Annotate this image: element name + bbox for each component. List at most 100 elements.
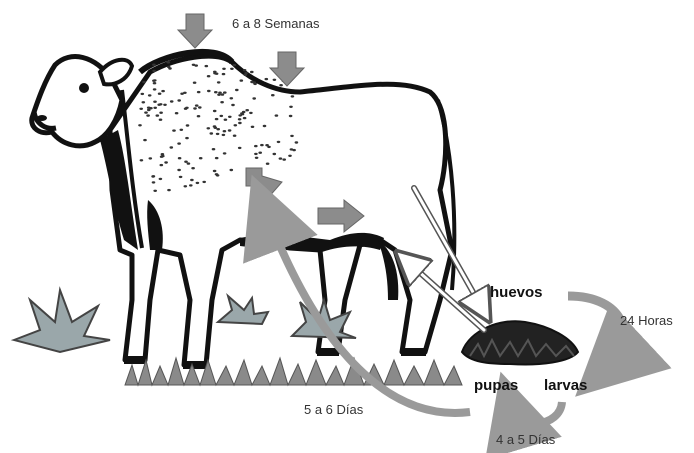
- fly-dot: [195, 104, 199, 106]
- fly-dot: [158, 93, 162, 95]
- fly-dot: [172, 129, 176, 131]
- larvae-to-pupae-arrow: [512, 402, 562, 423]
- fly-dot: [223, 91, 227, 93]
- fly-dot: [149, 157, 153, 159]
- fly-dot: [167, 66, 171, 68]
- fly-dot: [159, 178, 163, 180]
- fly-dot: [157, 104, 161, 106]
- fly-dot: [161, 90, 165, 92]
- stage-larvae-label: larvas: [544, 377, 587, 394]
- fly-dot: [230, 97, 234, 99]
- fly-dot: [212, 148, 216, 150]
- fly-dot: [189, 184, 193, 186]
- fly-dot: [275, 114, 279, 116]
- fly-dot: [224, 119, 228, 121]
- fly-dot: [196, 182, 200, 184]
- fly-dot: [177, 169, 181, 171]
- fly-dot: [228, 116, 232, 118]
- fly-dot: [185, 107, 189, 109]
- fly-dot: [238, 147, 242, 149]
- duration-eggs-to-larvae-label: 24 Horas: [620, 313, 673, 328]
- fly-dot: [250, 71, 254, 73]
- fly-dot: [152, 181, 156, 183]
- fly-dot: [217, 94, 221, 96]
- fly-dot: [144, 111, 148, 113]
- fly-dot: [170, 100, 174, 102]
- fly-dot: [238, 118, 242, 120]
- fly-dot: [215, 118, 219, 120]
- fly-dot: [199, 157, 203, 159]
- fly-dot: [233, 135, 237, 137]
- fly-dot: [164, 161, 168, 163]
- fly-dot: [213, 110, 217, 112]
- fly-dot: [167, 189, 171, 191]
- fly-dot: [152, 63, 156, 65]
- fly-dot: [193, 107, 197, 109]
- fly-dot: [242, 111, 246, 113]
- fly-dot: [180, 93, 184, 95]
- fly-dot: [191, 167, 195, 169]
- cow-hoof: [124, 356, 146, 364]
- fly-dot: [255, 157, 259, 159]
- fly-dot: [153, 82, 157, 84]
- fly-dot: [216, 133, 220, 135]
- fly-dot: [214, 91, 218, 93]
- fly-dot: [170, 146, 174, 148]
- fly-dot: [210, 132, 214, 134]
- fly-dot: [194, 64, 198, 66]
- fly-dot: [138, 124, 142, 126]
- fly-dot: [243, 117, 247, 119]
- fly-dot: [273, 79, 277, 81]
- fly-dot: [178, 157, 182, 159]
- fly-dot: [290, 135, 294, 137]
- fly-dot: [179, 176, 183, 178]
- fly-dot: [240, 79, 244, 81]
- fly-dot: [153, 107, 157, 109]
- fly-dot: [142, 81, 146, 83]
- fly-dot: [185, 137, 189, 139]
- fly-dot: [288, 155, 292, 157]
- cow-ear: [100, 60, 132, 85]
- fly-dot: [290, 148, 294, 150]
- fly-dot: [139, 108, 143, 110]
- fly-dot: [151, 175, 155, 177]
- fly-dot: [215, 157, 219, 159]
- fly-dot: [223, 152, 227, 154]
- fly-dot: [253, 83, 257, 85]
- fly-dot: [213, 72, 217, 74]
- fly-dot: [222, 73, 226, 75]
- duration-on-host-label: 6 a 8 Semanas: [232, 16, 320, 31]
- grass-tuft-middle: [218, 296, 268, 324]
- fly-dot: [289, 106, 293, 108]
- fly-dot: [147, 107, 151, 109]
- fly-dot: [252, 97, 256, 99]
- fly-dot: [266, 163, 270, 165]
- fly-dot: [250, 81, 254, 83]
- grass-tuft-left: [14, 290, 110, 352]
- fly-dot: [289, 115, 293, 117]
- fly-dot: [147, 109, 151, 111]
- fly-dot: [184, 161, 188, 163]
- fly-dot: [217, 81, 221, 83]
- fly-dot: [254, 145, 258, 147]
- fly-dot: [146, 114, 150, 116]
- fly-dot: [215, 173, 219, 175]
- fly-dot: [279, 84, 283, 86]
- fly-dot: [152, 70, 156, 72]
- fly-dot: [263, 125, 267, 127]
- cow-nostril: [37, 115, 47, 121]
- cow-hoof: [317, 348, 339, 356]
- fly-dot: [177, 99, 181, 101]
- fly-dot: [273, 153, 277, 155]
- grass-blades: [125, 358, 462, 385]
- stage-pupae-label: pupas: [474, 377, 518, 394]
- fly-dot: [177, 142, 181, 144]
- fly-dot: [245, 109, 249, 111]
- fly-dot: [198, 106, 202, 108]
- fly-dot: [220, 101, 224, 103]
- fly-dot: [235, 89, 239, 91]
- fly-dot: [213, 125, 217, 127]
- fly-dot: [279, 157, 283, 159]
- grass-strip: [125, 358, 462, 385]
- fly-dot: [140, 159, 144, 161]
